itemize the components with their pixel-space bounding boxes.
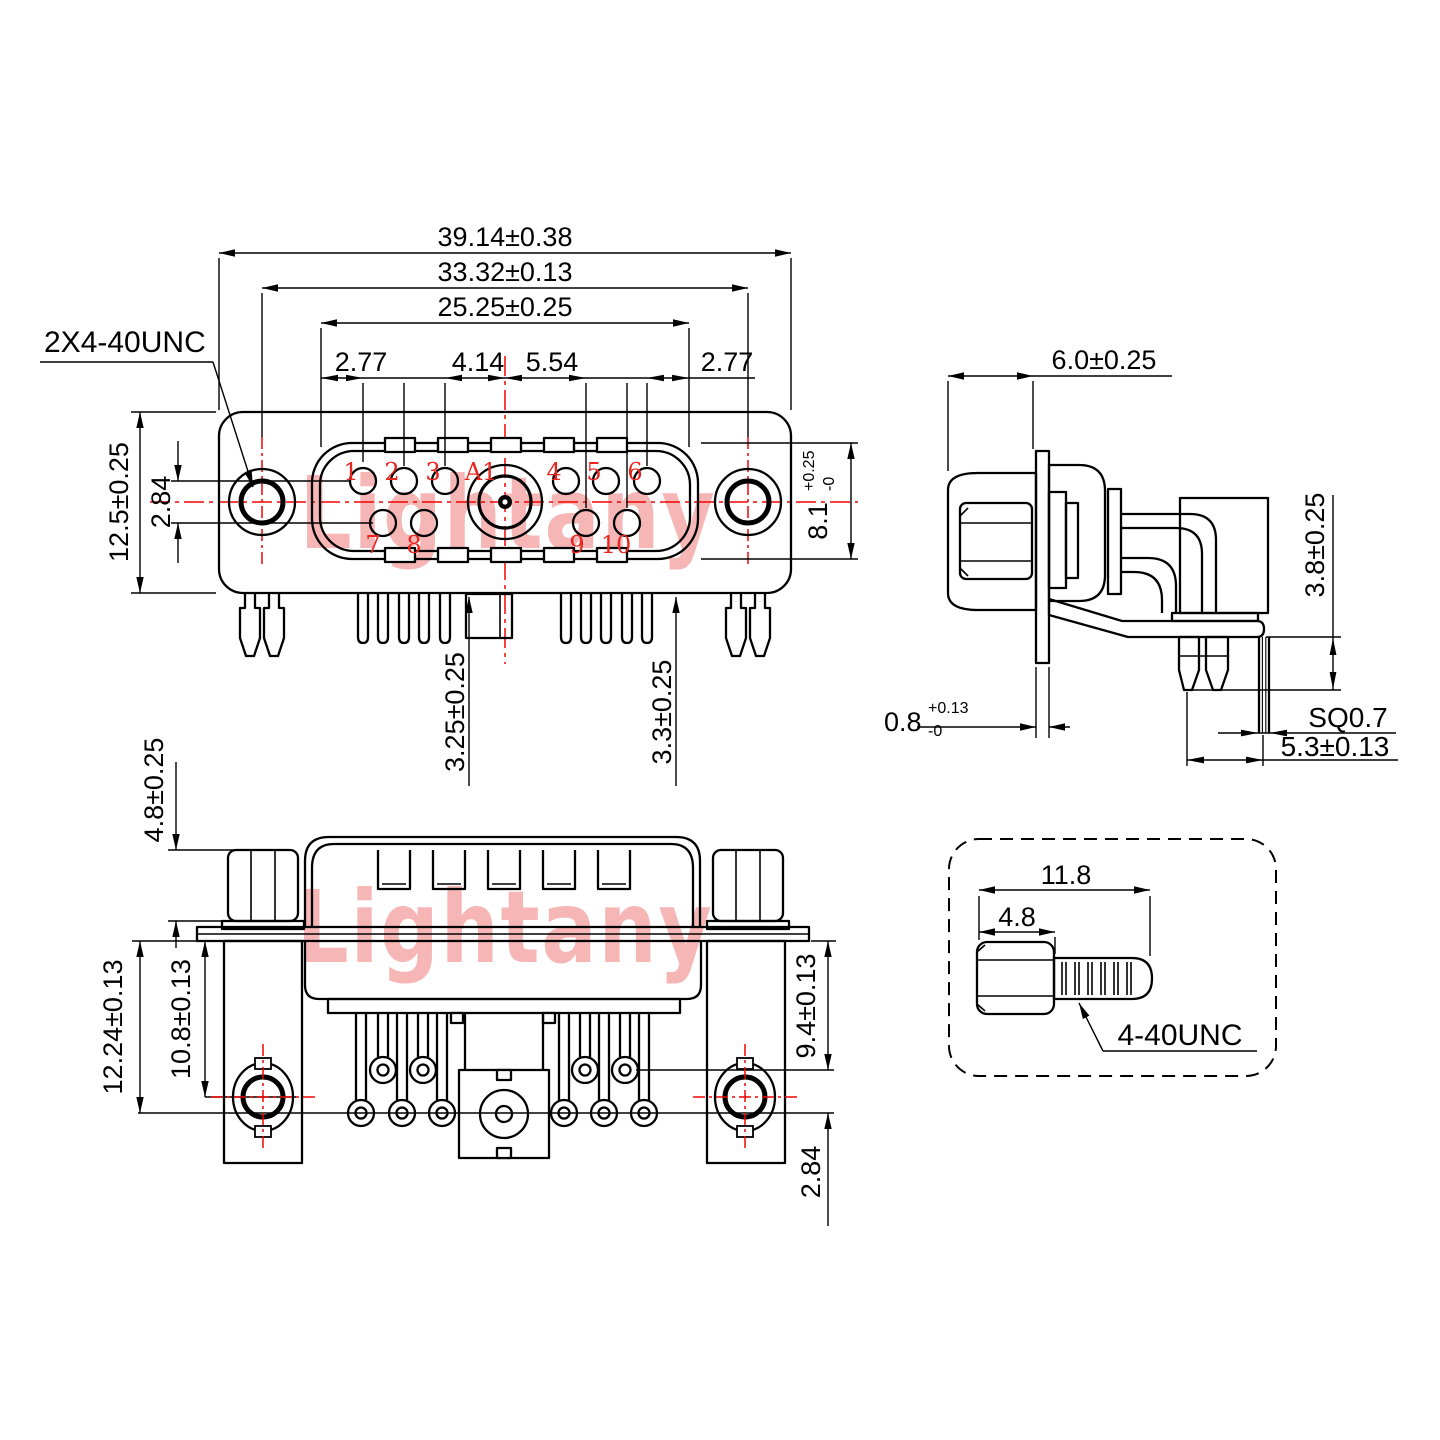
board-locks-front xyxy=(238,594,772,658)
pin-label-1: 1 xyxy=(343,458,358,486)
side-dimensions: 6.0±0.25 0.8 +0.13 -0 3.8±0.25 SQ0.7 5.3… xyxy=(884,345,1398,766)
pin-label-10: 10 xyxy=(601,531,632,559)
dim-shell-tol-minus: -0 xyxy=(821,477,838,491)
dim-flange-thickness-value: 0.8 xyxy=(884,707,922,737)
back-insulator xyxy=(326,997,682,1015)
screw-threads xyxy=(1061,962,1132,995)
dim-tail-center: 3.25±0.25 xyxy=(440,652,470,772)
back-pins-short xyxy=(368,1013,640,1085)
dim-mount-span: 33.32±0.13 xyxy=(438,257,573,287)
dim-pitch-a1-right: 5.54 xyxy=(526,347,579,377)
dim-hex-height: 4.8±0.25 xyxy=(139,738,169,843)
back-hex-left xyxy=(220,848,306,931)
back-contact-slots xyxy=(376,850,632,891)
back-mount-ring-right xyxy=(693,1044,797,1150)
dim-shell-height-value: 8.1 xyxy=(803,502,833,540)
back-post-left xyxy=(222,939,304,1165)
pin-label-8: 8 xyxy=(406,531,421,559)
front-dimensions: 39.14±0.38 33.32±0.13 25.25±0.25 2.77 4.… xyxy=(40,222,858,786)
back-hex-right xyxy=(705,848,791,931)
dim-pitch-edge-right: 2.77 xyxy=(701,347,754,377)
front-view: 1 2 3 A1 4 5 6 7 8 9 10 xyxy=(40,222,858,786)
dim-pitch-edge-left: 2.77 xyxy=(335,347,388,377)
pin-label-9: 9 xyxy=(569,531,584,559)
screw-body xyxy=(975,940,1154,1016)
back-mount-ring-left xyxy=(211,1044,315,1150)
dim-row-spacing-back: 2.84 xyxy=(796,1146,826,1199)
pin-label-7: 7 xyxy=(365,531,380,559)
side-body xyxy=(1047,463,1107,603)
back-view: 4.8±0.25 12.24±0.13 10.8±0.13 9.4±0.13 2… xyxy=(98,738,836,1226)
solder-tails-front xyxy=(356,592,654,645)
screw-detail: 11.8 4.8 4-40UNC xyxy=(948,838,1277,1077)
side-view: 6.0±0.25 0.8 +0.13 -0 3.8±0.25 SQ0.7 5.3… xyxy=(884,345,1398,766)
side-square-pin xyxy=(1257,637,1271,733)
back-coax-block xyxy=(457,1013,551,1160)
dim-overall-width: 39.14±0.38 xyxy=(438,222,573,252)
dim-tail-right: 3.3±0.25 xyxy=(647,660,677,765)
dim-depth: 6.0±0.25 xyxy=(1052,345,1157,375)
pin-label-a1: A1 xyxy=(464,458,498,486)
mount-hole-right xyxy=(713,467,783,537)
side-bent-pins xyxy=(1121,512,1218,613)
back-pins-long xyxy=(346,1013,659,1128)
dim-locator-depth: 12.24±0.13 xyxy=(98,960,128,1095)
dim-pin-offset: 5.3±0.13 xyxy=(1281,731,1390,762)
side-rear-plate xyxy=(1106,487,1123,596)
dim-shell-tol-plus: +0.25 xyxy=(801,450,818,491)
dim-row-spacing-front: 2.84 xyxy=(146,476,176,529)
dim-flange-tol-minus: -0 xyxy=(928,723,942,740)
coax-contact xyxy=(466,463,544,541)
dim-flange-tol-plus: +0.13 xyxy=(928,700,969,717)
dim-standoff-height: 3.8±0.25 xyxy=(1300,493,1330,598)
back-post-right xyxy=(705,939,787,1165)
dim-pitch-a1-left: 4.14 xyxy=(452,347,505,377)
dim-pin-square: SQ0.7 xyxy=(1308,702,1387,733)
side-shell xyxy=(946,471,1038,612)
dim-screw-length: 11.8 xyxy=(1041,860,1092,890)
pin-label-4: 4 xyxy=(546,458,561,486)
side-bracket xyxy=(1047,597,1266,639)
pin-label-6: 6 xyxy=(627,458,642,486)
pin-label-2: 2 xyxy=(384,458,399,486)
side-hex-standoff xyxy=(958,501,1034,581)
pin-label-3: 3 xyxy=(425,458,440,486)
side-board-lock xyxy=(1177,635,1230,692)
coax-tail xyxy=(464,592,514,640)
dim-pin-depth: 9.4±0.13 xyxy=(791,954,821,1059)
dim-shell-height: 8.1 +0.25 -0 xyxy=(801,450,838,539)
dim-mount-depth: 10.8±0.13 xyxy=(166,959,196,1079)
dim-flange-thickness: 0.8 +0.13 -0 xyxy=(884,700,969,740)
back-shell-outer xyxy=(303,835,702,928)
back-dimensions: 4.8±0.25 12.24±0.13 10.8±0.13 9.4±0.13 2… xyxy=(98,738,836,1226)
back-shell-inner xyxy=(310,842,695,928)
dim-flange-height: 12.5±0.25 xyxy=(104,442,134,562)
shell-tabs xyxy=(383,436,629,564)
side-seating-strip xyxy=(1170,611,1260,623)
thread-callout-label: 2X4-40UNC xyxy=(44,326,206,359)
pin-label-5: 5 xyxy=(586,458,601,486)
dim-screw-head: 4.8 xyxy=(998,902,1036,932)
dim-contact-span: 25.25±0.25 xyxy=(438,292,573,322)
screw-thread-label: 4-40UNC xyxy=(1117,1019,1242,1052)
detail-border xyxy=(948,838,1277,1077)
pin-labels: 1 2 3 A1 4 5 6 7 8 9 10 xyxy=(343,458,642,559)
side-flange xyxy=(1034,449,1051,665)
